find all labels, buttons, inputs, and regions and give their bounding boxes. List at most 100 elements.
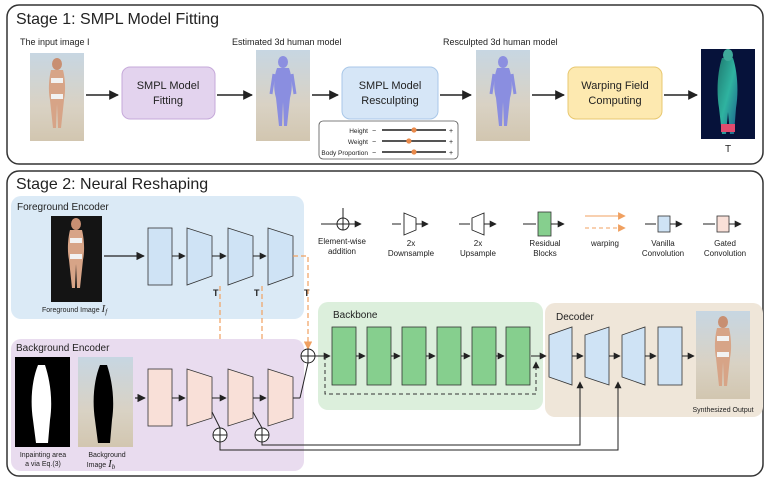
bg-skip-1 [211, 411, 221, 429]
t-mark-3: T [304, 288, 310, 298]
t-mark-1: T [213, 288, 219, 298]
bg-downsample-2 [227, 368, 254, 427]
legend-vanilla-l1: Vanilla [651, 239, 675, 248]
stage2-title: Stage 2: Neural Reshaping [16, 176, 208, 193]
legend-add-l1: Element-wise [318, 237, 367, 246]
dec-upsample-3 [621, 326, 646, 386]
legend: Element-wise addition 2x Downsample 2x U… [318, 208, 746, 258]
legend-res-l1: Residual [529, 239, 560, 248]
legend-up-l2: Upsample [460, 249, 497, 258]
residual-block-3 [401, 326, 427, 386]
foreground-encoder-title: Foreground Encoder [17, 202, 109, 213]
legend-res-l2: Blocks [533, 249, 557, 258]
slider-row[interactable]: Weight−+ [348, 138, 453, 146]
warping-box: Warping Field Computing [567, 66, 663, 120]
bg-image-line-2: Image Ib [87, 458, 116, 471]
dec-upsample-2 [584, 326, 610, 386]
legend-add-l2: addition [328, 247, 356, 256]
background-encoder-title: Background Encoder [16, 343, 110, 354]
synthesized-output-label: Synthesized Output [692, 407, 753, 414]
warp-output-T: T [725, 144, 731, 155]
warping-line-1: Warping Field [581, 80, 648, 92]
bg-downsample-1 [186, 368, 213, 427]
skip-to-decoder-2 [261, 381, 584, 446]
estimated-label: Estimated 3d human model [232, 37, 342, 47]
add-node-backbone [300, 348, 316, 364]
synthesized-output-image [696, 311, 750, 399]
legend-gated-l2: Convolution [704, 249, 746, 258]
legend-gated-icon [716, 215, 730, 233]
slider-panel: Height−+Weight−+Body Proportion−+ [318, 120, 459, 160]
inpainting-mask-image [15, 357, 70, 447]
slider-minus-icon[interactable]: − [372, 128, 376, 135]
dec-upsample-1 [548, 326, 573, 386]
legend-down-l1: 2x [407, 239, 415, 248]
slider-plus-icon[interactable]: + [449, 150, 453, 157]
resculpted-label: Resculpted 3d human model [443, 37, 558, 47]
inpaint-line-2: a via Eq.(3) [25, 461, 61, 468]
slider-plus-icon[interactable]: + [449, 128, 453, 135]
legend-up-icon [471, 212, 485, 236]
residual-block-1 [331, 326, 357, 386]
fitting-line-1: SMPL Model [137, 80, 200, 92]
slider-minus-icon[interactable]: − [372, 150, 376, 157]
legend-down-icon [403, 212, 417, 236]
warping-line-2: Computing [588, 95, 641, 107]
warping-field-image [701, 49, 755, 139]
stage1-title: Stage 1: SMPL Model Fitting [16, 11, 219, 28]
backbone-title: Backbone [333, 310, 378, 321]
bg-skip-2 [252, 411, 263, 429]
add-node-2 [254, 427, 270, 443]
fg-downsample-1 [186, 227, 213, 286]
slider-minus-icon[interactable]: − [372, 139, 376, 146]
legend-vanilla-icon [657, 215, 671, 233]
residual-block-2 [366, 326, 392, 386]
skip-to-decoder-1 [219, 381, 622, 451]
residual-block-4 [436, 326, 462, 386]
bg-gated-conv-1 [147, 368, 173, 427]
add-node-1 [212, 427, 228, 443]
rescupt-line-2: Resculpting [361, 95, 418, 107]
slider-label: Body Proportion [321, 150, 368, 157]
foreground-image-label: Foreground Image If [42, 303, 108, 316]
legend-warp-l1: warping [590, 239, 619, 248]
legend-add-icon [336, 208, 350, 231]
inpaint-line-1: Inpainting area [20, 452, 66, 459]
dec-vanilla-conv [657, 326, 683, 386]
slider-knob[interactable] [411, 127, 417, 133]
fg-downsample-3 [267, 227, 294, 286]
slider-knob[interactable] [406, 138, 412, 144]
smpl-rescupt-rect [341, 66, 439, 120]
smpl-fitting-box: SMPL Model Fitting [121, 66, 216, 120]
background-image [78, 357, 133, 447]
backbone-skip [324, 356, 540, 395]
slider-row[interactable]: Body Proportion− + [321, 149, 453, 157]
smpl-fitting-rect [121, 66, 216, 120]
legend-down-l2: Downsample [388, 249, 435, 258]
warp-arrow-3 [293, 255, 313, 350]
residual-block-6 [505, 326, 531, 386]
fg-downsample-2 [227, 227, 254, 286]
input-image [30, 53, 84, 141]
input-image-label: The input image I [20, 37, 90, 47]
decoder-title: Decoder [556, 312, 594, 323]
slider-plus-icon[interactable]: + [449, 139, 453, 146]
estimated-model-image [256, 50, 310, 141]
slider-row[interactable]: Height− + [349, 127, 453, 135]
t-mark-2: T [254, 288, 260, 298]
fitting-line-2: Fitting [153, 95, 183, 107]
bg-to-add-b [299, 362, 309, 399]
slider-knob[interactable] [411, 149, 417, 155]
warping-rect [567, 66, 663, 120]
bg-image-line-1: Background [88, 452, 125, 459]
residual-block-5 [471, 326, 497, 386]
rescupt-line-1: SMPL Model [359, 80, 422, 92]
fg-vanilla-conv-1 [147, 227, 173, 286]
slider-label: Height [349, 128, 368, 135]
smpl-rescupt-box: SMPL Model Resculpting [341, 66, 439, 120]
foreground-image [51, 216, 102, 302]
bg-downsample-3 [267, 368, 294, 427]
legend-vanilla-l2: Convolution [642, 249, 684, 258]
resculpted-model-image [476, 50, 530, 141]
